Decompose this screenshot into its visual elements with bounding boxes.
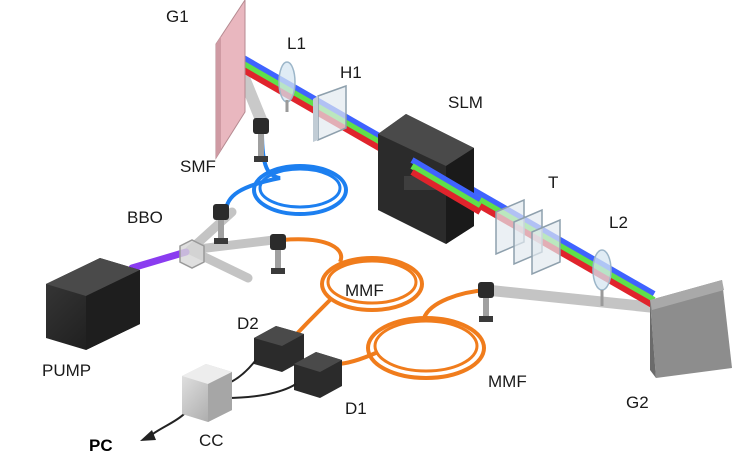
label-smf: SMF: [180, 157, 216, 176]
coincidence-counter: [182, 364, 232, 422]
label-h1: H1: [340, 63, 362, 82]
label-t: T: [548, 173, 558, 192]
label-g2: G2: [626, 393, 649, 412]
label-d1: D1: [345, 399, 367, 418]
lens-l2: [592, 249, 612, 306]
plates-t: [495, 198, 561, 276]
detector-d1: [294, 352, 342, 398]
pump-laser: [46, 258, 140, 350]
label-pc: PC: [89, 436, 113, 455]
grating-g1: [215, 0, 246, 160]
label-bbo: BBO: [127, 208, 163, 227]
pump-beam: [128, 248, 190, 272]
label-d2: D2: [237, 314, 259, 333]
grating-g2: [650, 280, 732, 378]
label-l1: L1: [287, 34, 306, 53]
single-mode-fiber: [224, 131, 348, 216]
label-slm: SLM: [448, 93, 483, 112]
label-cc: CC: [199, 431, 224, 450]
bbo-crystal: [179, 239, 205, 269]
labels: G1 L1 H1 SLM SMF T BBO L2 MMF D2 PUMP MM…: [42, 7, 649, 455]
label-g1: G1: [166, 7, 189, 26]
coupler-smf-bbo: [213, 204, 229, 244]
label-pump: PUMP: [42, 361, 91, 380]
label-l2: L2: [609, 213, 628, 232]
label-mmf-upper: MMF: [345, 281, 384, 300]
coupler-mmf-lower: [478, 282, 494, 322]
label-mmf-lower: MMF: [488, 372, 527, 391]
coupler-smf-top: [253, 118, 269, 162]
coupler-mmf-upper: [270, 234, 286, 274]
waveplate-h1: [313, 84, 347, 142]
spectral-beams-front: [410, 157, 482, 215]
detector-d2: [254, 326, 304, 372]
lens-l1: [278, 61, 296, 112]
